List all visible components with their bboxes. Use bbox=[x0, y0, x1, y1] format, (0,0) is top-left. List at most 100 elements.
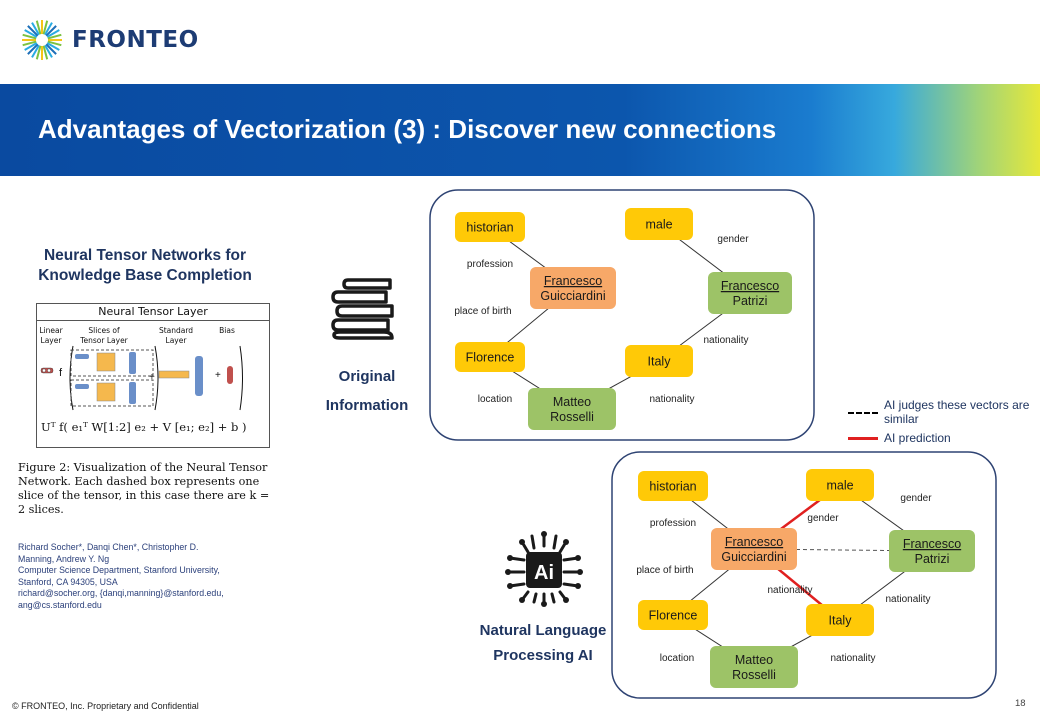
node-label: Italy bbox=[829, 614, 853, 628]
edge-label: nationality bbox=[649, 394, 694, 405]
node-label: male bbox=[645, 218, 672, 232]
logo-ray bbox=[35, 45, 42, 60]
page-title: Advantages of Vectorization (3) : Discov… bbox=[38, 114, 777, 144]
node-box bbox=[528, 388, 616, 430]
logo-ray bbox=[46, 29, 60, 38]
node-box bbox=[638, 471, 708, 501]
logo-text: FRONTEO bbox=[72, 27, 199, 53]
graph-frame bbox=[429, 189, 815, 441]
node-historian: historian bbox=[638, 471, 708, 501]
paper-title: Neural Tensor Networks for Knowledge Bas… bbox=[38, 247, 252, 284]
fronteo-logo: FRONTEO bbox=[20, 18, 199, 62]
nlp-ai-label: Natural Language Processing AI bbox=[479, 622, 607, 664]
logo-ray bbox=[44, 22, 53, 36]
edge-label: place of birth bbox=[636, 565, 693, 576]
node-label: historian bbox=[466, 221, 513, 235]
figure-label-linear: Linear Layer bbox=[39, 326, 63, 345]
node-box bbox=[530, 267, 616, 309]
edge-label: nationality bbox=[703, 335, 748, 346]
edge-label: profession bbox=[650, 518, 696, 529]
logo-ray bbox=[22, 40, 37, 47]
logo-ray bbox=[46, 42, 60, 51]
logo-ray bbox=[45, 43, 57, 55]
legend-similar-text: AI judges these vectors are similar bbox=[884, 398, 1030, 426]
svg-text:Ai: Ai bbox=[534, 562, 554, 584]
logo-ray bbox=[27, 25, 39, 37]
node-label: Guicciardini bbox=[540, 289, 605, 303]
footer-copyright: © FRONTEO, Inc. Proprietary and Confiden… bbox=[12, 701, 199, 711]
svg-text:f: f bbox=[59, 367, 63, 379]
node-label: Florence bbox=[649, 609, 698, 623]
logo-ray bbox=[22, 33, 37, 40]
node-label: Italy bbox=[648, 355, 672, 369]
logo-ray bbox=[24, 42, 38, 51]
page-number: 18 bbox=[1015, 698, 1026, 709]
author-line: ang@cs.stanford.edu bbox=[18, 599, 102, 610]
paper-authors: Richard Socher*, Danqi Chen*, Christophe… bbox=[18, 542, 278, 611]
edge-label: location bbox=[660, 653, 694, 664]
node-label: Patrizi bbox=[733, 294, 768, 308]
figure-caption: Figure 2: Visualization of the Neural Te… bbox=[18, 461, 270, 516]
node-box bbox=[708, 272, 792, 314]
legend-prediction-text: AI prediction bbox=[884, 431, 951, 445]
edge-label: nationality bbox=[767, 585, 812, 596]
node-label: Matteo bbox=[735, 653, 773, 667]
node-box bbox=[711, 528, 797, 570]
node-label: Patrizi bbox=[915, 552, 950, 566]
edge-label: location bbox=[478, 394, 512, 405]
red-line-swatch bbox=[848, 437, 878, 440]
logo-ray bbox=[42, 45, 49, 60]
books-icon bbox=[331, 278, 394, 340]
edge-label: place of birth bbox=[454, 306, 511, 317]
author-line: Stanford, CA 94305, USA bbox=[18, 576, 118, 587]
node-label: Rosselli bbox=[732, 668, 776, 682]
node-box bbox=[806, 469, 874, 501]
logo-ray bbox=[44, 44, 53, 58]
node-label: Francesco bbox=[544, 274, 602, 288]
ai-chip-icon: Ai bbox=[505, 531, 583, 607]
svg-text:+: + bbox=[149, 372, 155, 383]
figure-label-slices: Slices of Tensor Layer bbox=[80, 326, 128, 345]
node-box bbox=[710, 646, 798, 688]
edge-label: gender bbox=[807, 513, 839, 524]
node-male: male bbox=[625, 208, 693, 240]
node-label: Francesco bbox=[725, 535, 783, 549]
node-label: Francesco bbox=[721, 279, 779, 293]
title-banner: Advantages of Vectorization (3) : Discov… bbox=[0, 84, 1040, 176]
node-italy: Italy bbox=[625, 345, 693, 377]
node-label: historian bbox=[649, 480, 696, 494]
svg-text:+: + bbox=[215, 370, 221, 381]
node-label: Rosselli bbox=[550, 410, 594, 424]
node-label: male bbox=[826, 479, 853, 493]
node-box bbox=[455, 212, 525, 242]
node-label: Guicciardini bbox=[721, 550, 786, 564]
node-italy: Italy bbox=[806, 604, 874, 636]
dashed-line-swatch bbox=[848, 412, 878, 414]
figure-equation: Uᵀ f( e₁ᵀ W[1:2] e₂ + V [e₁; e₂] + b ) bbox=[41, 420, 247, 434]
edge-label: gender bbox=[900, 493, 932, 504]
edge-label: nationality bbox=[830, 653, 875, 664]
author-line: richard@socher.org, {danqi,manning}@stan… bbox=[18, 588, 224, 598]
author-line: Computer Science Department, Stanford Un… bbox=[18, 565, 220, 575]
figure-label-standard: Standard Layer bbox=[158, 326, 194, 345]
node-florence: Florence bbox=[638, 600, 708, 630]
logo-ray bbox=[27, 43, 39, 55]
node-label: Matteo bbox=[553, 395, 591, 409]
node-florence: Florence bbox=[455, 342, 525, 372]
figure-box-title: Neural Tensor Layer bbox=[37, 304, 269, 321]
node-box bbox=[625, 208, 693, 240]
node-box bbox=[625, 345, 693, 377]
logo-ray bbox=[24, 29, 38, 38]
node-box bbox=[889, 530, 975, 572]
edge-label: gender bbox=[717, 234, 749, 245]
logo-ray bbox=[47, 33, 62, 40]
